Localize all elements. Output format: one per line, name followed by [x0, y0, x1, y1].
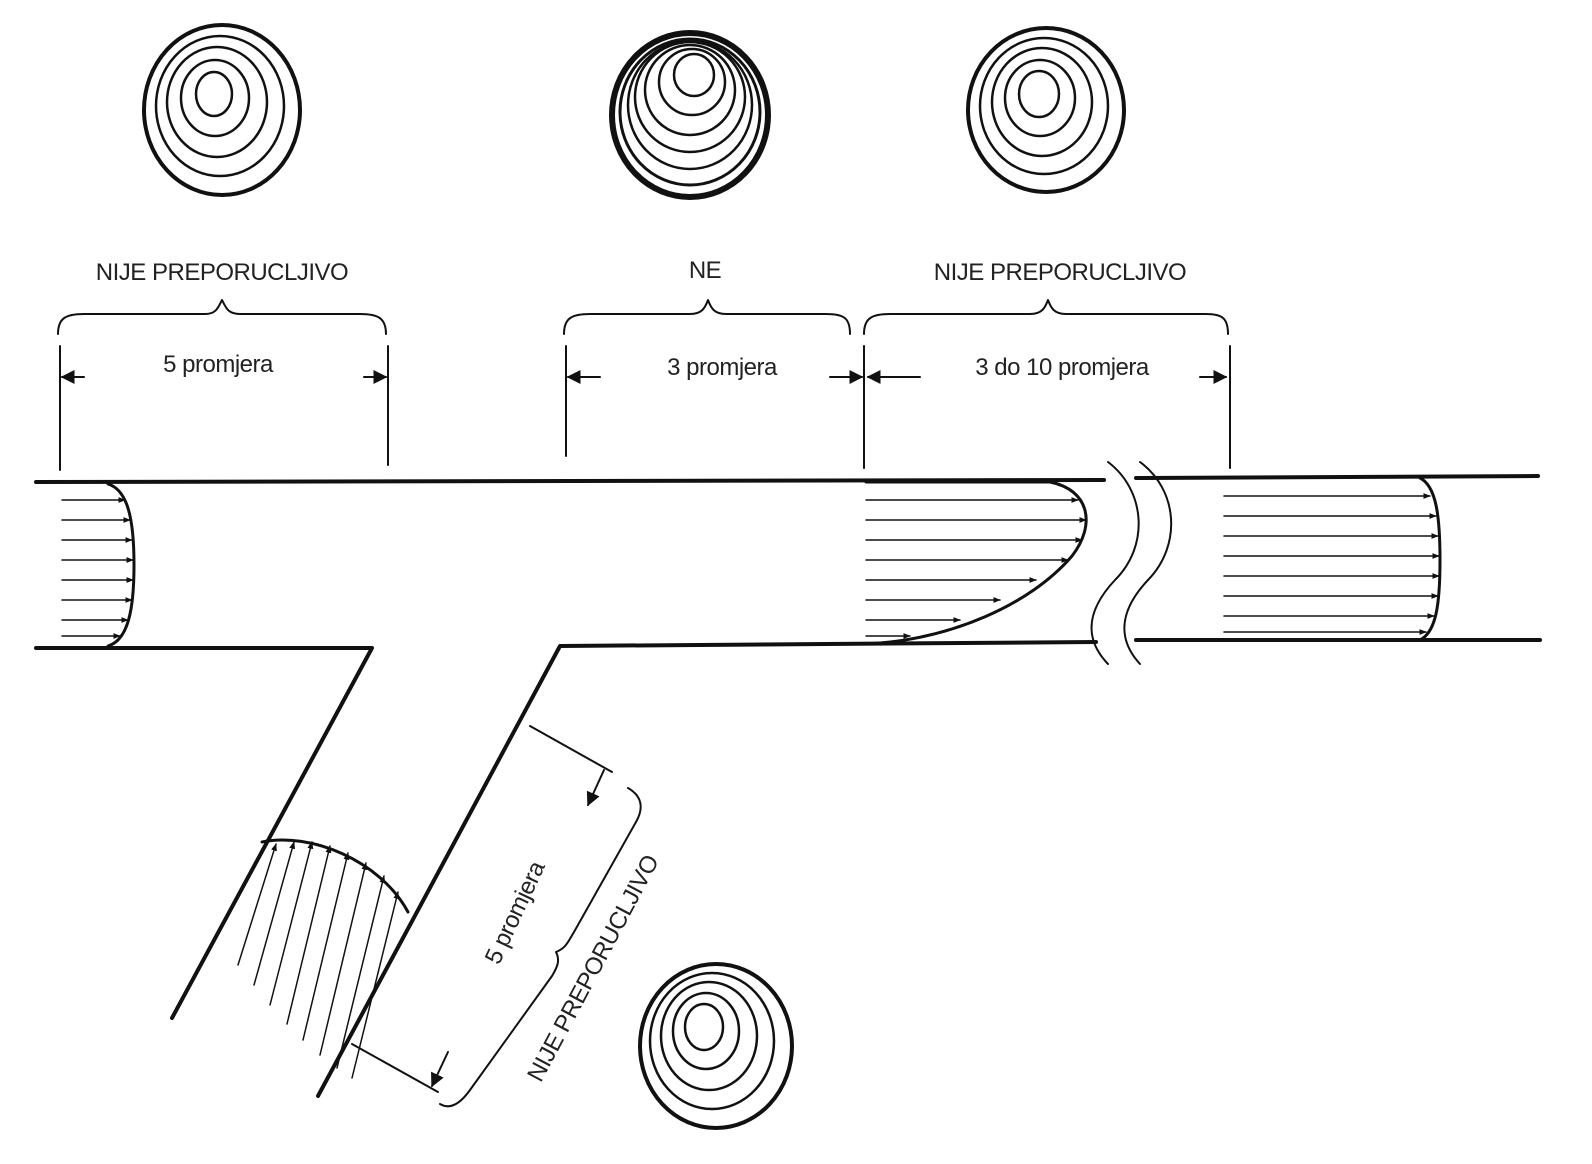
profile-inlet [61, 482, 136, 648]
profile-skewed [864, 480, 1088, 646]
label-middle-distance: 3 promjera [667, 354, 778, 381]
dimension-middle [563, 299, 865, 469]
label-right-verdict: NIJE PREPORUCLJIVO [934, 259, 1186, 286]
dimension-right [863, 299, 1231, 469]
label-middle-verdict: NE [689, 257, 721, 284]
cross-section-right [966, 26, 1126, 194]
profile-branch [237, 838, 410, 1079]
cross-section-bottom [638, 962, 794, 1130]
label-left-verdict: NIJE PREPORUCLJIVO [96, 259, 348, 286]
label-right-distance: 3 do 10 promjera [975, 354, 1150, 381]
label-branch-distance: 5 promjera [480, 856, 551, 968]
cross-section-left [142, 23, 302, 197]
cross-section-middle [609, 30, 771, 200]
dimension-left [57, 299, 389, 471]
label-left-distance: 5 promjera [163, 351, 274, 378]
label-branch-verdict: NIJE PREPORUCLJIVO [522, 851, 664, 1087]
profile-recovered [1223, 476, 1442, 642]
dimension-branch [351, 725, 642, 1108]
main-pipe [34, 461, 1542, 1098]
